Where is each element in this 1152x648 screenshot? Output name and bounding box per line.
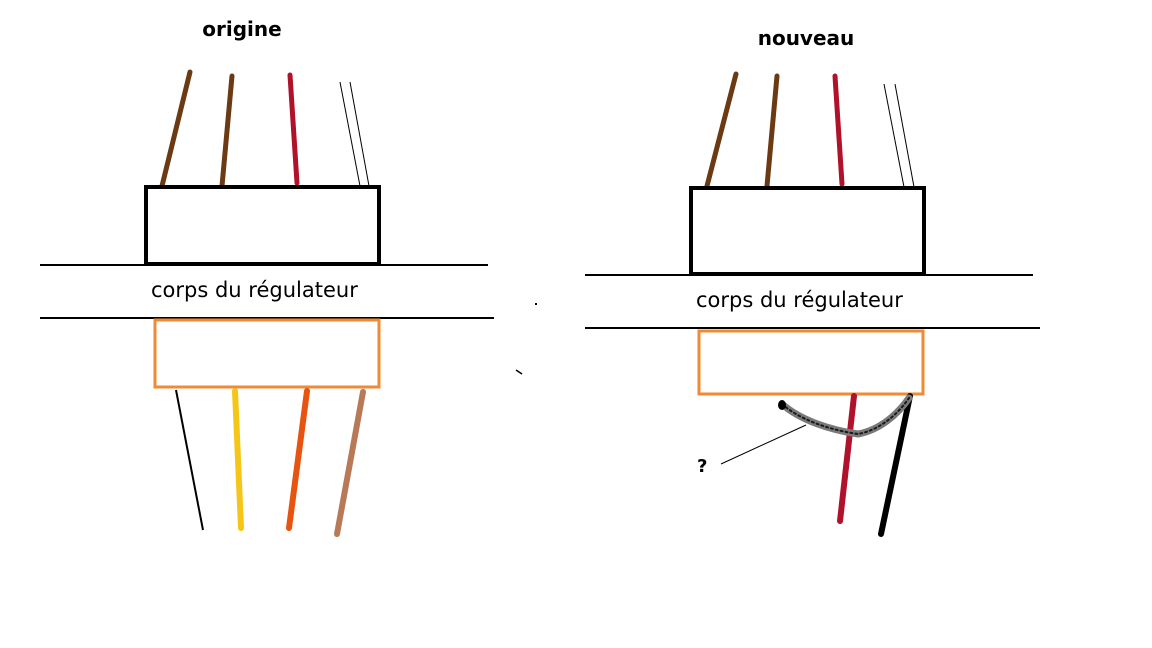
added-jumper-wire (778, 394, 913, 438)
right-top-wire-thin-2 (894, 83, 915, 188)
right-top-wire-thin-1 (883, 83, 905, 188)
question-pointer-line (720, 424, 807, 465)
right-bottom-connector (697, 329, 925, 396)
left-top-connector (144, 185, 381, 266)
left-panel-title: origine (202, 17, 281, 41)
right-top-wire-brown-2 (764, 73, 780, 189)
left-body-label: corps du régulateur (151, 278, 358, 302)
left-bottom-connector (153, 318, 381, 389)
left-top-wire-thin-2 (349, 81, 370, 187)
question-label: ? (697, 456, 707, 477)
right-panel: nouveau corps du régulateur ? (585, 26, 1040, 537)
left-top-wire-thin-1 (339, 81, 361, 187)
left-bottom-wire-tan (334, 389, 366, 537)
right-panel-title: nouveau (758, 26, 855, 50)
left-top-wire-brown-1 (159, 69, 193, 189)
right-top-wire-red (832, 73, 845, 187)
left-bottom-wire-orange (286, 388, 310, 531)
left-bottom-wire-yellow (232, 388, 244, 531)
right-bottom-wire-black (878, 393, 913, 537)
right-bottom-wire-red (837, 393, 857, 524)
left-top-wire-brown-2 (219, 73, 235, 189)
left-panel: origine corps du régulateur (40, 17, 494, 537)
right-top-wire-brown-1 (704, 71, 739, 189)
left-bottom-wire-black (175, 389, 204, 531)
stray-speck-1 (535, 303, 537, 305)
stray-speck-2 (515, 369, 523, 375)
right-body-label: corps du régulateur (696, 288, 903, 312)
left-top-wire-red (287, 72, 300, 186)
right-top-connector (689, 186, 926, 276)
